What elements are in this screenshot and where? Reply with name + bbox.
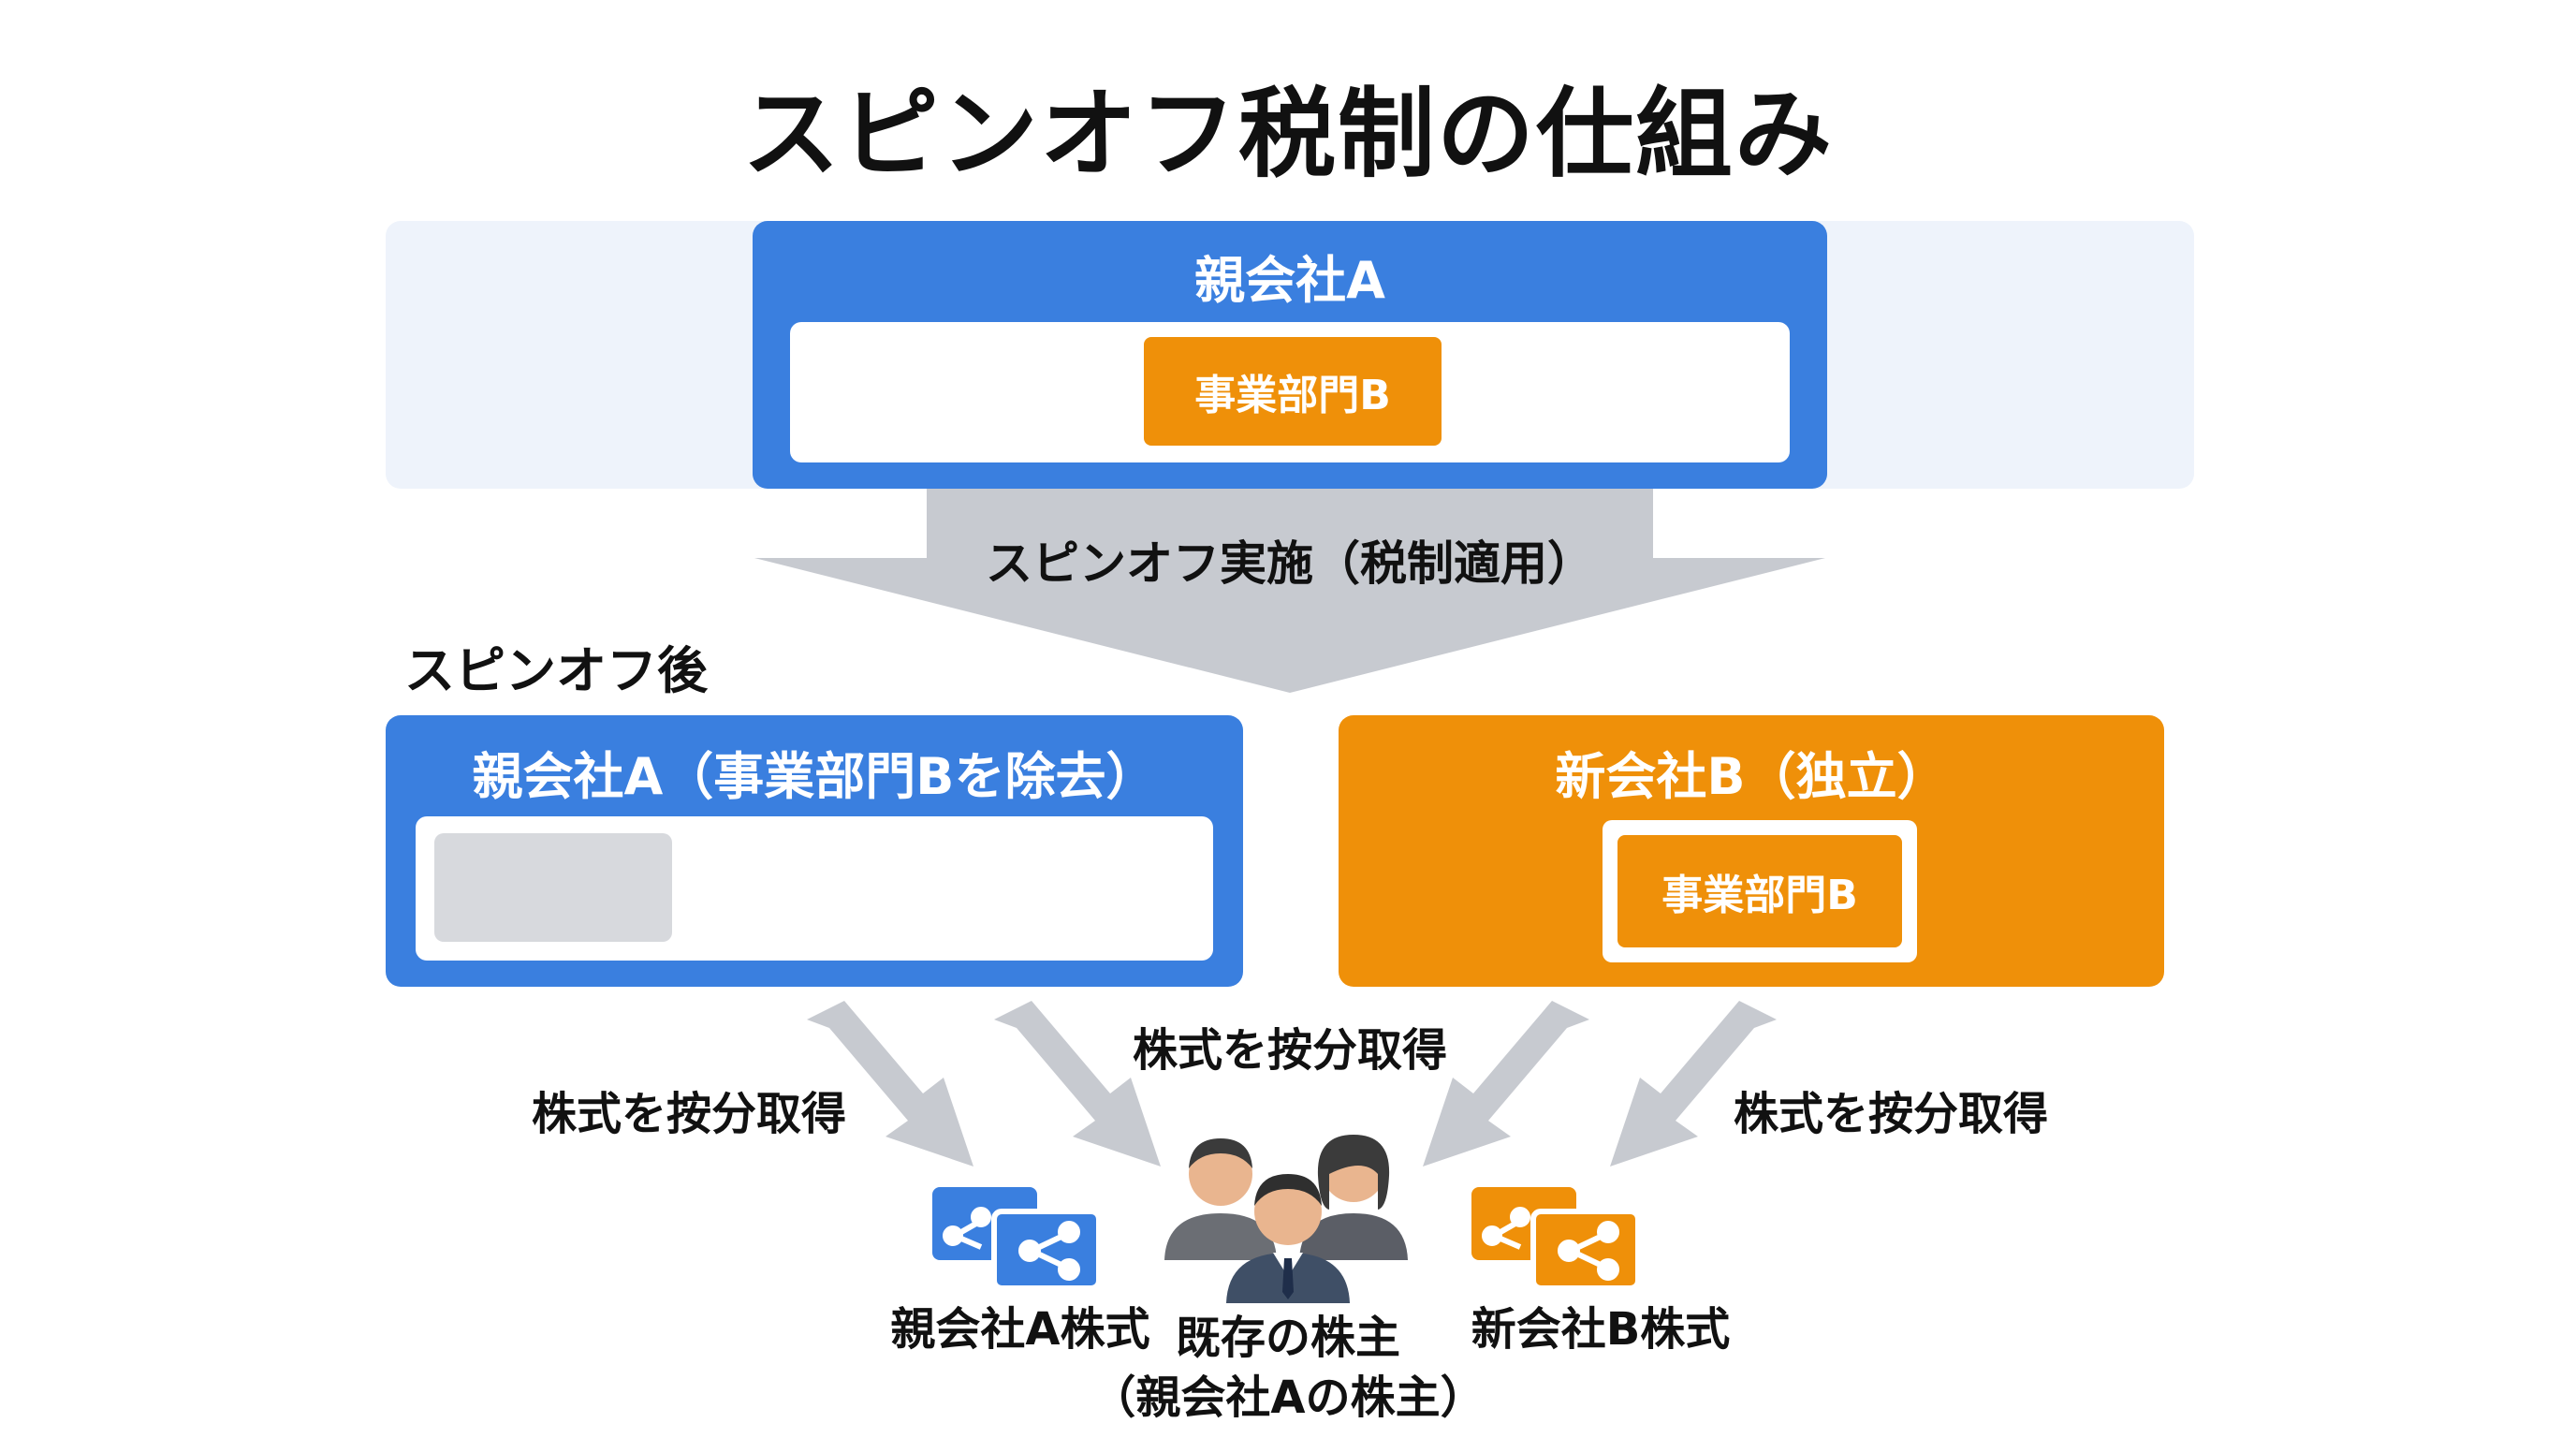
shareholders-icon [1157,1120,1419,1303]
division-b-pill: 事業部門B [1144,337,1442,446]
parent-company-inner-panel: 事業部門B [790,322,1790,462]
page-title: スピンオフ税制の仕組み [741,76,1834,191]
arrow-newco-to-newco-shares [1610,1001,1777,1167]
share-arrows [807,1001,1777,1167]
after-spinoff-label: スピンオフ後 [404,641,708,700]
transition-label: スピンオフ実施（税制適用） [986,536,1594,591]
arrow-newco-to-shareholders [1423,1001,1589,1167]
parent-company-box-after: 親会社A（事業部門Bを除去） [386,715,1243,987]
parent-shares-label: 親会社A株式 [890,1303,1150,1356]
share-label-right: 株式を按分取得 [1733,1088,2048,1140]
spinoff-down-arrow [754,487,1825,693]
shareholders-label-line1: 既存の株主 [1175,1312,1400,1364]
parent-shares-icon [927,1181,1105,1294]
parent-company-after-inner-panel [416,816,1213,961]
shareholders-label-line2: （親会社Aの株主） [1090,1372,1486,1424]
parent-company-box-before: 親会社A 事業部門B [753,221,1827,489]
share-label-center: 株式を按分取得 [1132,1024,1447,1077]
new-company-division-frame: 事業部門B [1603,820,1917,962]
newco-shares-icon [1466,1181,1644,1294]
share-label-left: 株式を按分取得 [531,1088,846,1140]
parent-company-after-title: 親会社A（事業部門Bを除去） [472,746,1157,806]
arrow-parent-to-parent-shares [807,1001,973,1167]
new-company-division-pill: 事業部門B [1617,835,1902,947]
newco-shares-label: 新会社B株式 [1471,1303,1731,1356]
new-company-box: 新会社B（独立） 事業部門B [1339,715,2164,987]
new-company-title: 新会社B（独立） [1555,746,1948,806]
arrow-parent-to-shareholders [994,1001,1161,1167]
removed-division-placeholder [434,833,672,942]
parent-company-title: 親会社A [1194,250,1385,310]
